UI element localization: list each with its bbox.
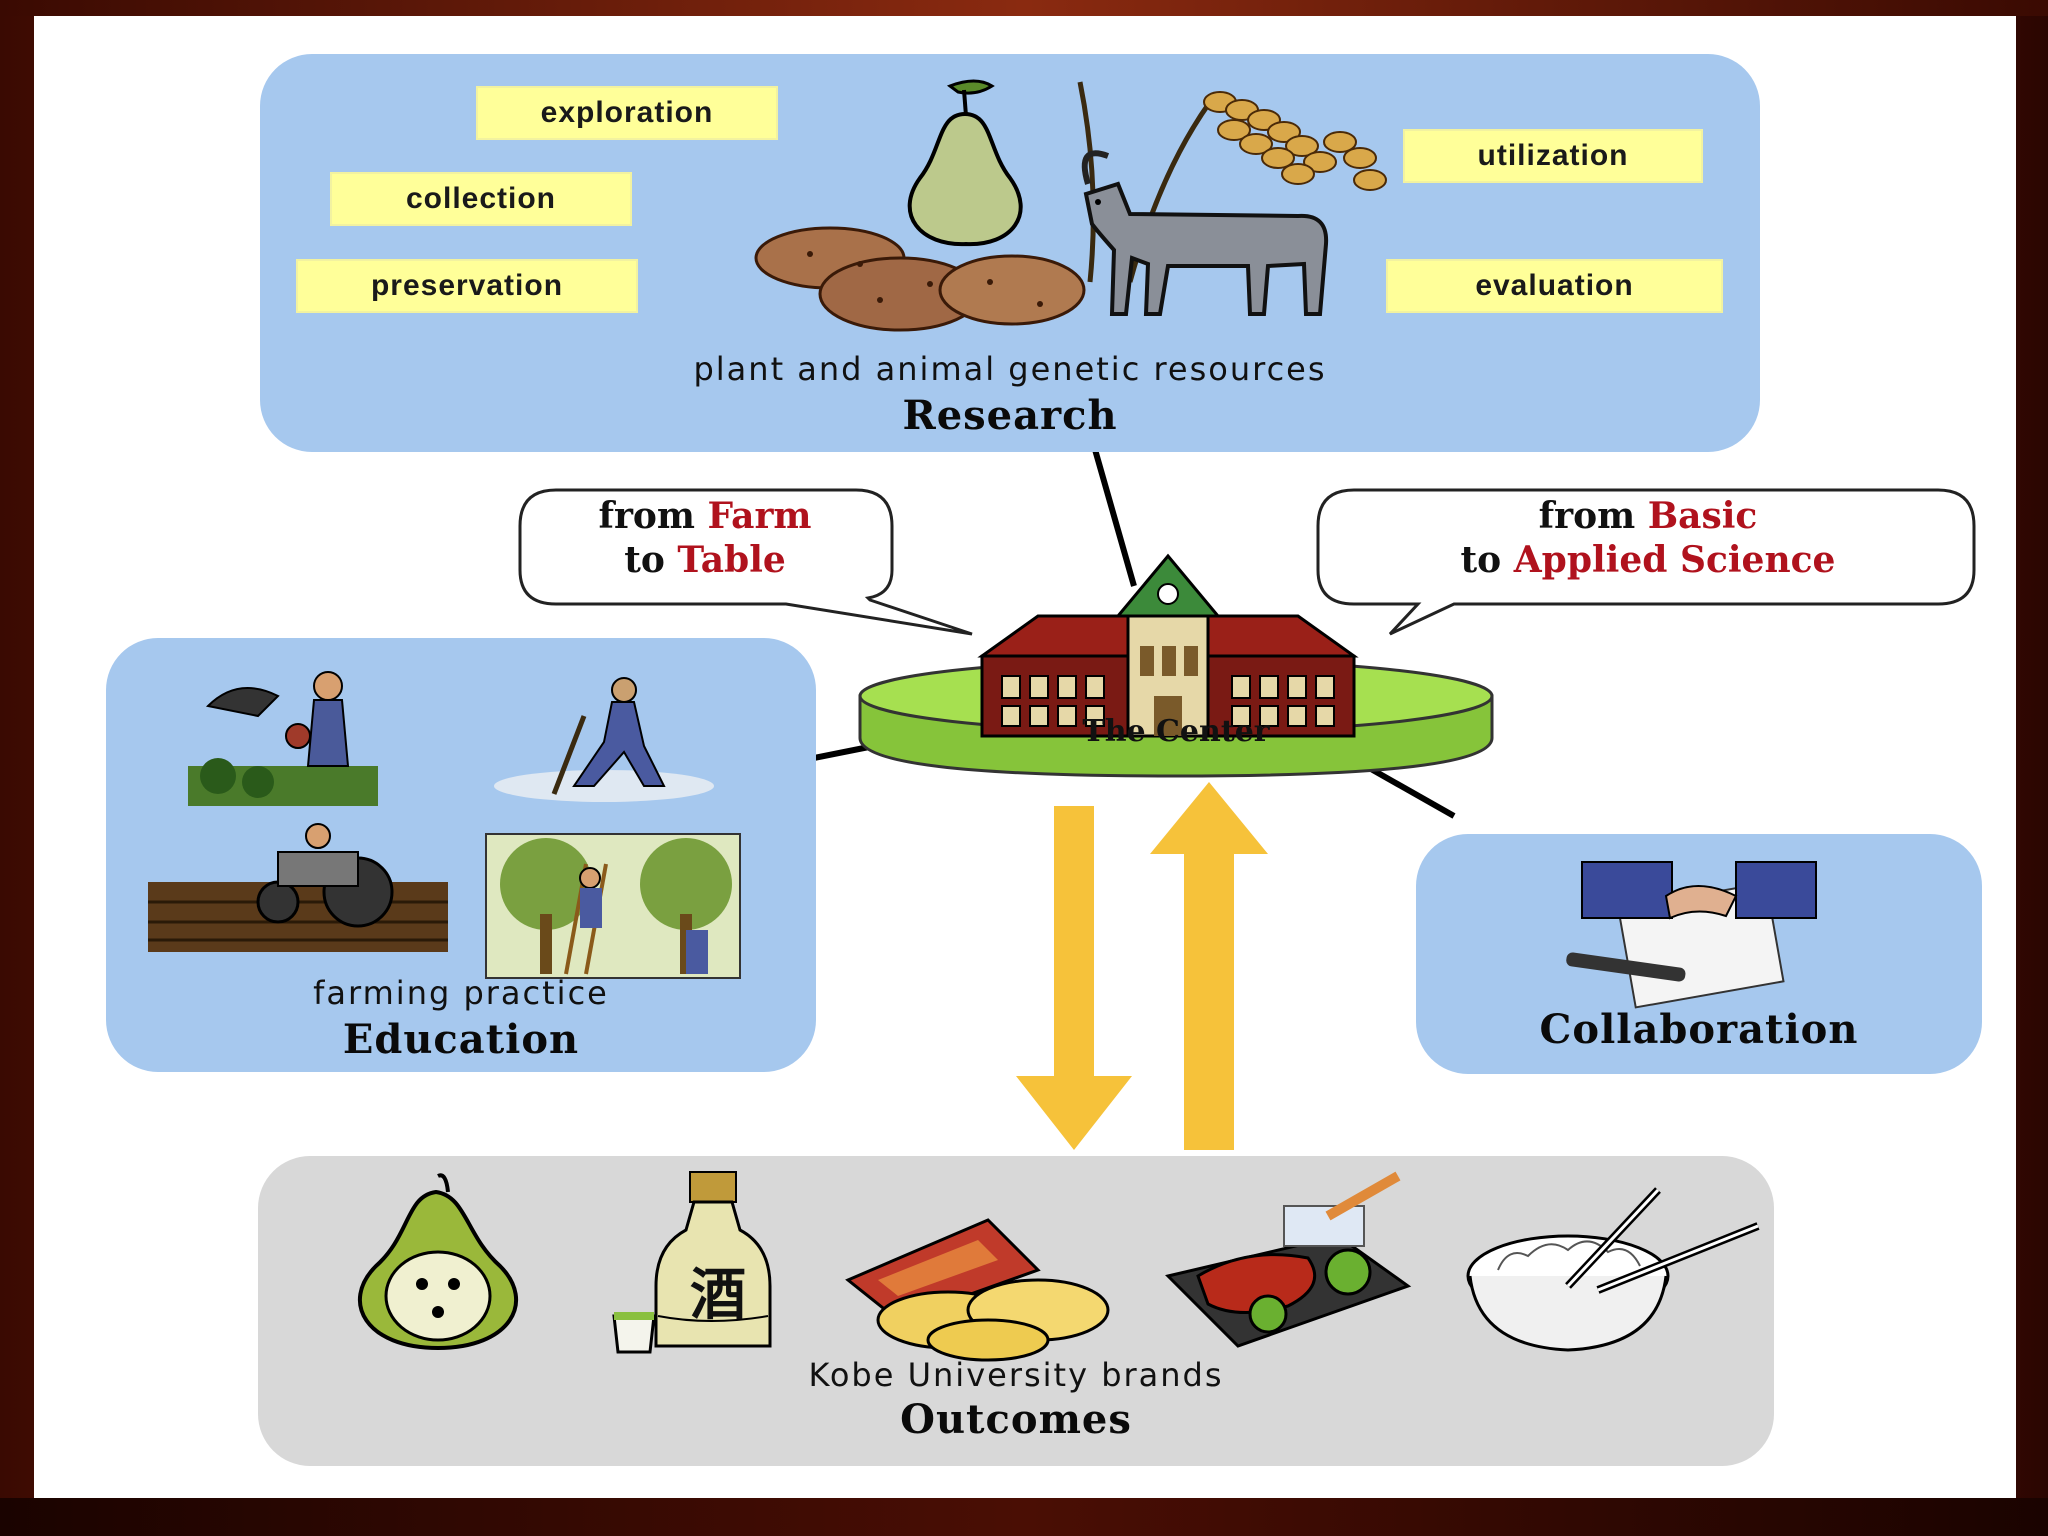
keyword-preservation: preservation — [296, 259, 638, 313]
bubble-right-highlight2: Applied Science — [1513, 539, 1836, 581]
outcomes-subtitle: Kobe University brands — [808, 1356, 1224, 1394]
tractor-icon — [148, 823, 448, 952]
bubble-left-prefix2: to — [624, 539, 678, 581]
bubble-right-prefix1: from — [1538, 495, 1648, 537]
bubble-right-line1: from Basic — [1318, 494, 1978, 538]
education-subtitle: farming practice — [313, 974, 609, 1012]
bubble-left-text: from Farm to Table — [520, 494, 890, 582]
keyword-exploration: exploration — [476, 86, 778, 140]
pear-dessert-icon — [357, 1173, 519, 1351]
pear-icon — [907, 79, 1023, 247]
meat-icon — [1165, 1171, 1412, 1348]
collaboration-title: Collaboration — [1539, 1006, 1859, 1053]
shoveling-farmer-icon — [494, 677, 714, 802]
speech-bubble-right — [1316, 488, 1976, 636]
school-building-icon — [977, 553, 1359, 738]
orchard-icon — [485, 833, 741, 979]
bubble-right-prefix2: to — [1460, 539, 1514, 581]
slide-frame-bottom — [0, 1498, 2048, 1536]
bubble-right-highlight1: Basic — [1647, 495, 1758, 537]
bubble-right-line2: to Applied Science — [1318, 538, 1978, 582]
farmer-icon — [188, 671, 378, 806]
speech-bubble-left — [518, 488, 973, 636]
keyword-evaluation: evaluation — [1386, 259, 1723, 313]
research-panel: exploration collection preservation util… — [260, 54, 1760, 452]
chips-icon — [845, 1218, 1110, 1362]
bubble-left-line1: from Farm — [520, 494, 890, 538]
sake-character: 酒 — [690, 1263, 746, 1328]
collaboration-panel: Collaboration — [1416, 834, 1982, 1074]
ibex-icon — [1081, 150, 1329, 316]
keyword-collection: collection — [330, 172, 632, 226]
research-title: Research — [902, 392, 1118, 439]
center-label: The Center — [1082, 714, 1270, 749]
research-subtitle: plant and animal genetic resources — [693, 350, 1327, 388]
bubble-left-highlight2: Table — [677, 539, 786, 581]
education-title: Education — [342, 1016, 580, 1063]
bubble-left-prefix1: from — [598, 495, 708, 537]
slide-frame-top — [0, 0, 2048, 16]
keyword-utilization: utilization — [1403, 129, 1703, 183]
bubble-left-line2: to Table — [520, 538, 890, 582]
handshake-icon — [1566, 861, 1817, 1009]
slide: exploration collection preservation util… — [34, 16, 2016, 1498]
bubble-right-text: from Basic to Applied Science — [1318, 494, 1978, 582]
outcomes-panel: 酒 Kobe University brands Outcomes — [258, 1156, 1774, 1466]
outcomes-title: Outcomes — [900, 1396, 1132, 1443]
potatoes-icon — [754, 226, 1086, 332]
bidirectional-arrows — [1016, 782, 1268, 1150]
bubble-left-highlight1: Farm — [707, 495, 812, 537]
sake-icon — [612, 1171, 772, 1354]
education-panel: farming practice Education — [106, 638, 816, 1072]
rice-bowl-icon — [1466, 1187, 1760, 1352]
